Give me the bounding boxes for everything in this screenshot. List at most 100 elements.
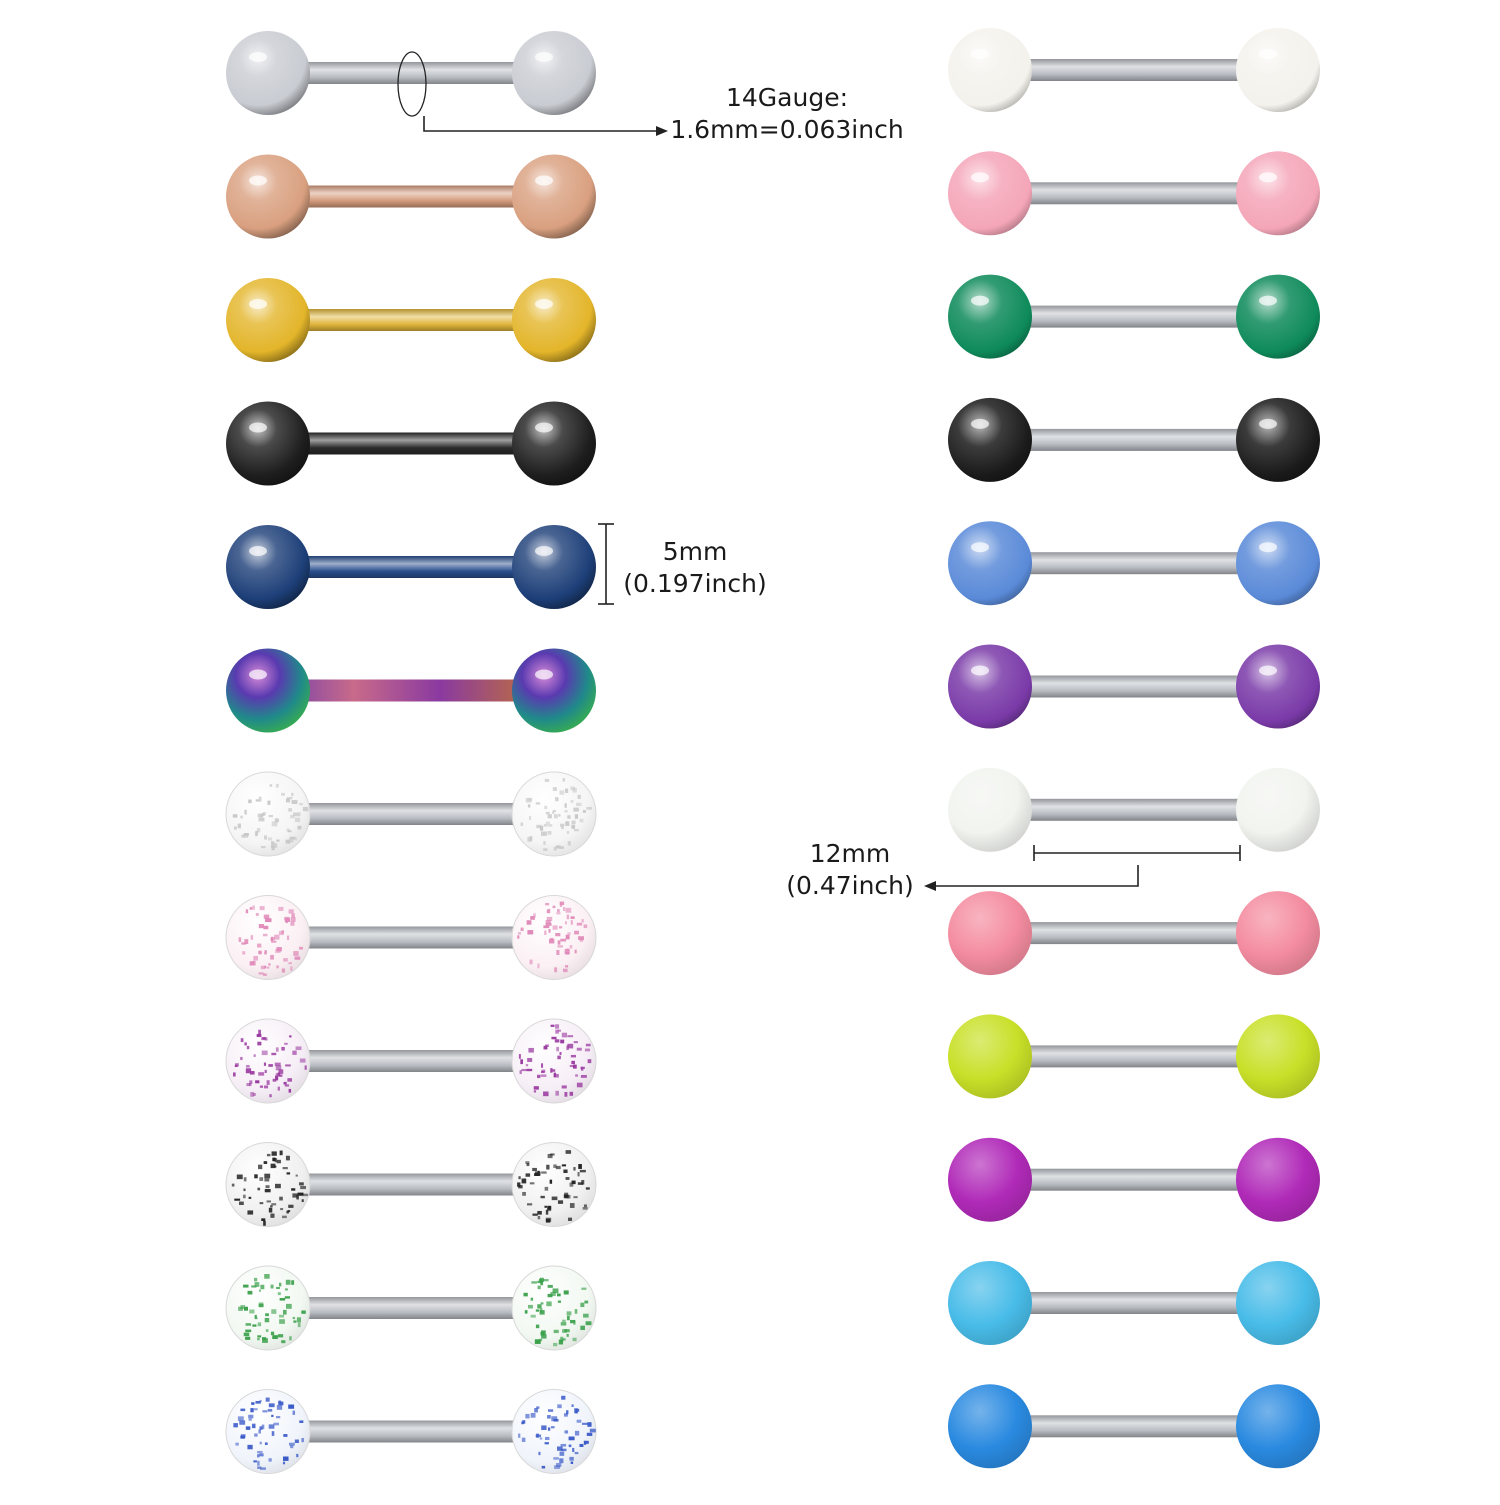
bar-length-leader <box>934 865 1139 887</box>
barbell-ball <box>511 1142 597 1227</box>
barbell-ball <box>1236 891 1320 976</box>
barbell-ball <box>948 1261 1032 1345</box>
barbell-ball <box>948 767 1032 852</box>
barbell-ball <box>948 28 1032 112</box>
barbell-bar <box>268 309 554 331</box>
barbell-ball <box>948 644 1032 729</box>
barbell-ball <box>226 401 310 486</box>
barbell-bar <box>268 803 554 825</box>
barbell-ball <box>1236 28 1320 112</box>
barbell-bar <box>990 305 1278 328</box>
gauge-leader <box>423 116 660 132</box>
barbell-ball <box>512 401 596 486</box>
barbell-black <box>226 401 596 486</box>
barbell-ball <box>948 151 1032 236</box>
barbell-ball <box>226 154 310 239</box>
barbell-bar <box>990 1168 1278 1191</box>
barbell-ball <box>1236 644 1320 729</box>
barbell-ball <box>226 278 310 362</box>
barbell-bar <box>268 556 554 578</box>
barbell-bar <box>268 679 554 702</box>
gauge-arrowhead <box>656 126 668 136</box>
barbell-bar <box>268 1173 554 1196</box>
barbell-ball <box>225 1265 311 1351</box>
barbell-ball <box>512 648 596 733</box>
barbell-bar <box>990 798 1278 821</box>
barbell-ball <box>511 895 597 980</box>
barbell-gold <box>226 278 596 362</box>
barbell-ball <box>511 1018 597 1104</box>
barbell-ball <box>512 31 596 115</box>
bar-length-arrowhead <box>924 881 936 891</box>
barbell-magenta-glow <box>948 1137 1320 1222</box>
barbell-bar <box>268 185 554 208</box>
barbell-rose-gold <box>226 154 596 239</box>
barbell-clear-glitter <box>225 771 597 857</box>
barbell-ball <box>1236 274 1320 359</box>
barbell-ball <box>1236 1014 1320 1099</box>
barbell-ball <box>948 521 1032 606</box>
barbell-ball <box>225 1142 311 1227</box>
barbell-ball <box>225 1389 311 1474</box>
barbell-ball <box>948 274 1032 359</box>
ball-size-label: 5mm <box>662 537 728 566</box>
barbell-bar <box>268 1050 554 1072</box>
right-barbell-column <box>948 28 1320 1469</box>
barbell-ball <box>512 278 596 362</box>
barbell-blue-pearl <box>948 521 1320 606</box>
barbell-ball <box>511 771 597 857</box>
barbell-ball <box>948 1014 1032 1099</box>
barbell-black-pearl <box>948 397 1320 482</box>
barbell-ball <box>225 771 311 857</box>
barbell-ball <box>948 397 1032 482</box>
gauge-label: 14Gauge: <box>725 83 849 112</box>
barbell-bar <box>268 432 554 455</box>
barbell-ball <box>1236 767 1320 852</box>
barbell-bar <box>990 428 1278 451</box>
bar-length-value: (0.47inch) <box>786 871 914 900</box>
barbell-green-pearl <box>948 274 1320 359</box>
barbell-bar <box>990 1045 1278 1068</box>
ball-size-value: (0.197inch) <box>623 569 767 598</box>
barbell-bar <box>990 182 1278 205</box>
barbell-bar <box>268 62 554 84</box>
barbell-white-pearl <box>948 28 1320 112</box>
barbell-ball <box>511 1265 597 1351</box>
barbell-bar <box>990 59 1278 81</box>
barbell-silver <box>226 31 596 115</box>
barbell-white-glow <box>948 767 1320 852</box>
barbell-yellow-glow <box>948 1014 1320 1099</box>
left-barbell-column <box>225 31 597 1474</box>
barbell-bar <box>268 1420 554 1443</box>
barbell-green-glitter <box>225 1265 597 1351</box>
barbell-purple-glitter <box>225 1018 597 1104</box>
barbell-ball <box>1236 521 1320 606</box>
barbell-rainbow <box>226 648 596 733</box>
barbell-pink-glitter <box>225 895 597 980</box>
barbell-purple-pearl <box>948 644 1320 729</box>
gauge-ring <box>397 51 427 117</box>
barbell-sky-blue-glow <box>948 1261 1320 1345</box>
barbell-ball <box>512 154 596 239</box>
barbell-blue-glow <box>948 1384 1320 1469</box>
barbell-ball <box>511 1389 597 1474</box>
barbell-ball <box>1236 1261 1320 1345</box>
barbell-pink-glow <box>948 891 1320 976</box>
barbell-ball <box>225 1018 311 1104</box>
barbell-ball <box>1236 397 1320 482</box>
barbell-blue <box>226 525 596 609</box>
barbell-ball <box>1236 1137 1320 1222</box>
barbell-black-glitter <box>225 1142 597 1227</box>
barbell-ball <box>226 648 310 733</box>
barbell-bar <box>990 675 1278 698</box>
barbell-ball <box>1236 151 1320 236</box>
barbell-bar <box>990 552 1278 575</box>
barbell-bar <box>990 922 1278 945</box>
barbell-bar <box>268 926 554 949</box>
barbell-ball <box>948 1137 1032 1222</box>
barbell-ball <box>225 895 311 980</box>
barbell-bar <box>990 1292 1278 1314</box>
barbell-ball <box>948 1384 1032 1469</box>
